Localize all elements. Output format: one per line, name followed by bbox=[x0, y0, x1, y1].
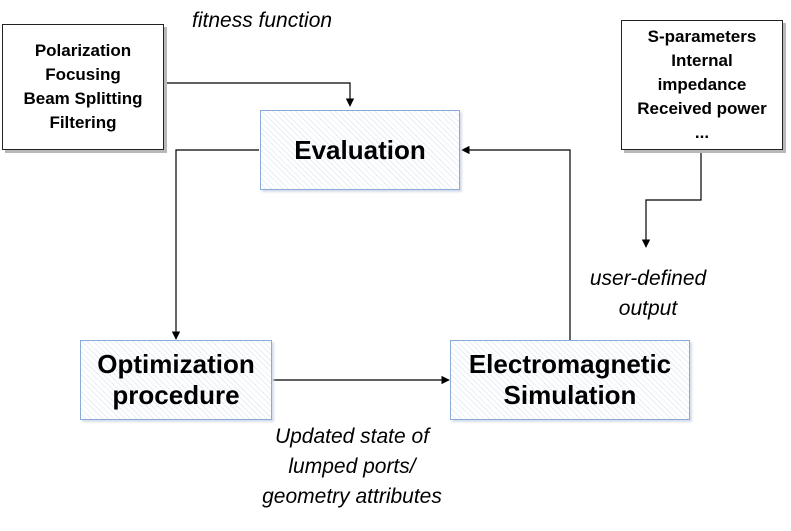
optimization-text: Optimization procedure bbox=[97, 349, 254, 411]
updated-state-line-2: lumped ports/ bbox=[288, 455, 416, 478]
goals-list: Polarization Focusing Beam Splitting Fil… bbox=[23, 39, 142, 135]
updated-state-line-1: Updated state of bbox=[274, 425, 430, 448]
optimization-line-2: procedure bbox=[112, 380, 240, 410]
output-s-parameters: S-parameters bbox=[647, 27, 757, 46]
outputs-list: S-parameters Internal impedance Received… bbox=[637, 25, 766, 145]
output-received-power: Received power bbox=[637, 99, 767, 118]
output-impedance: impedance bbox=[657, 75, 747, 94]
optimization-node: Optimization procedure bbox=[80, 340, 272, 420]
user-defined-output-label: user-defined output bbox=[566, 264, 730, 324]
simulation-line-2: Simulation bbox=[503, 380, 637, 410]
evaluation-node: Evaluation bbox=[260, 110, 460, 190]
evaluation-label: Evaluation bbox=[294, 134, 426, 165]
goal-polarization: Polarization bbox=[34, 41, 132, 60]
goal-focusing: Focusing bbox=[45, 65, 121, 84]
goal-beam-splitting: Beam Splitting bbox=[23, 89, 143, 108]
simulation-line-1: Electromagnetic bbox=[468, 349, 672, 379]
user-output-line-2: output bbox=[618, 297, 678, 320]
output-internal: Internal bbox=[671, 51, 733, 70]
output-ellipsis: ... bbox=[694, 123, 710, 142]
simulation-node: Electromagnetic Simulation bbox=[450, 340, 690, 420]
arrow-goals-to-evaluation bbox=[164, 82, 355, 107]
optimization-line-1: Optimization bbox=[97, 349, 255, 379]
goal-filtering: Filtering bbox=[49, 113, 117, 132]
arrow-evaluation-to-optimization bbox=[171, 149, 259, 340]
simulation-text: Electromagnetic Simulation bbox=[469, 349, 671, 411]
fitness-function-label: fitness function bbox=[192, 9, 333, 32]
updated-state-line-3: geometry attributes bbox=[262, 485, 442, 508]
updated-state-label: Updated state of lumped ports/ geometry … bbox=[232, 422, 472, 512]
goals-box: Polarization Focusing Beam Splitting Fil… bbox=[2, 24, 164, 150]
arrow-simulation-to-evaluation bbox=[461, 145, 571, 340]
arrow-outputs-to-user-output bbox=[641, 152, 702, 248]
outputs-box: S-parameters Internal impedance Received… bbox=[621, 20, 783, 150]
user-output-line-1: user-defined bbox=[589, 267, 707, 290]
